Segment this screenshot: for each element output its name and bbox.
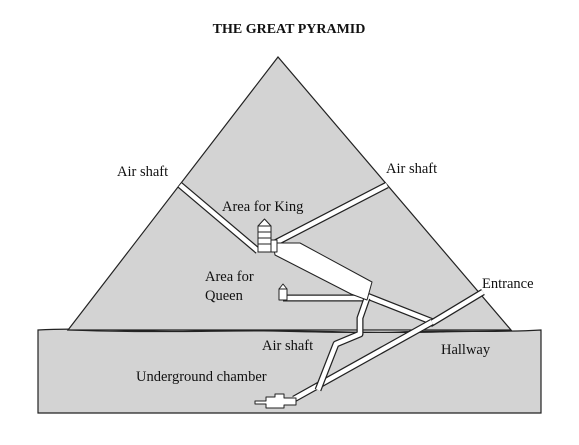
diagram-title: THE GREAT PYRAMID — [213, 22, 366, 37]
entrance-shaft — [428, 289, 485, 327]
ground-surface-line — [67, 329, 512, 334]
entrance-passage-upper — [365, 292, 435, 326]
king-right-air-shaft — [273, 181, 389, 247]
queens-chamber — [278, 283, 288, 301]
grand-gallery — [272, 242, 373, 301]
kings-chamber — [257, 218, 278, 253]
area-for-king-label: Area for King — [222, 199, 303, 215]
entrance-label: Entrance — [482, 276, 534, 292]
air-shaft-left-label: Air shaft — [117, 164, 168, 180]
well-shaft — [314, 296, 371, 392]
pyramid-body — [66, 56, 513, 331]
king-left-air-shaft — [177, 182, 261, 254]
air-shaft-right-label: Air shaft — [386, 161, 437, 177]
underground-chamber — [254, 393, 297, 409]
hallway-label: Hallway — [441, 342, 491, 358]
underground-chamber-label: Underground chamber — [136, 369, 267, 385]
area-for-queen-label-line2: Queen — [205, 288, 244, 304]
area-for-queen-label-line1: Area for — [205, 269, 254, 285]
air-shaft-bottom-label: Air shaft — [262, 338, 313, 354]
